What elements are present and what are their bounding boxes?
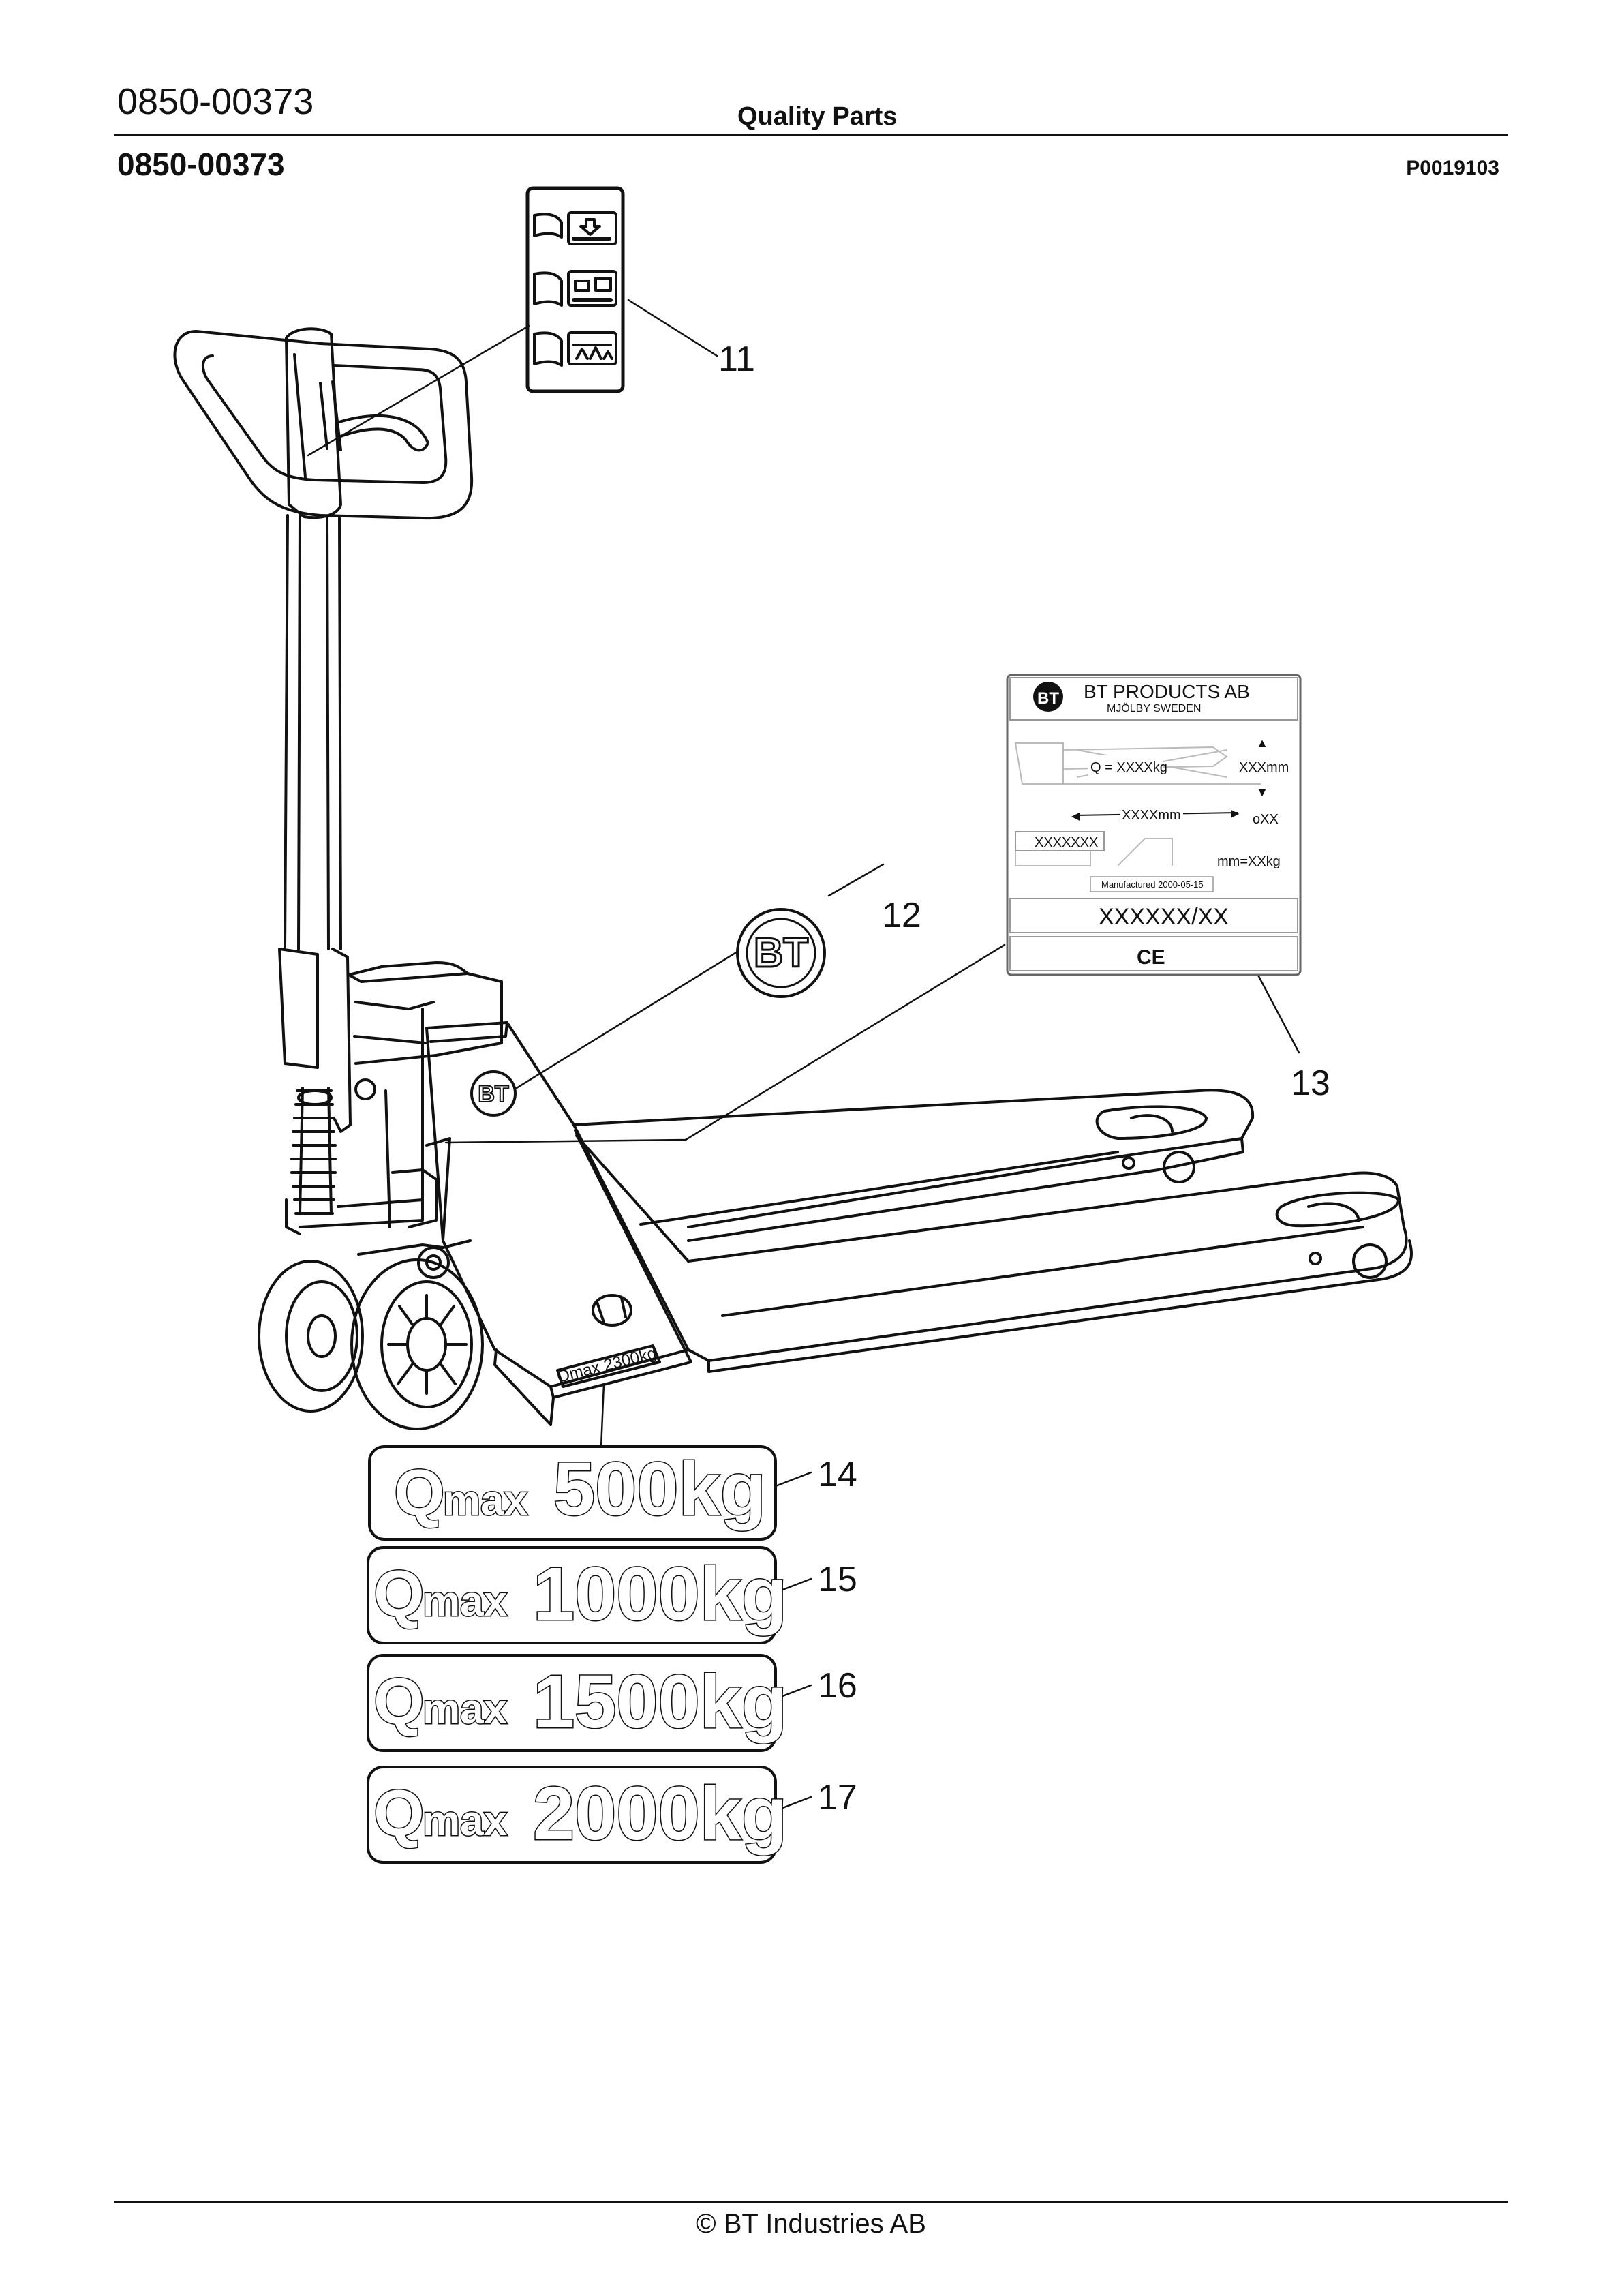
doc-number-main: 0850-00373 [117, 147, 285, 182]
drawing-id: P0019103 [1406, 157, 1499, 179]
svg-text:500kg: 500kg [553, 1447, 766, 1531]
steer-wheels [258, 1239, 484, 1430]
svg-text:Q: Q [394, 1456, 445, 1529]
capacity-decal-1500: Q max 1500kg [367, 1654, 789, 1752]
leader-lines [307, 299, 1300, 1812]
plate-logo: BT [1037, 689, 1059, 708]
svg-text:▶: ▶ [1231, 808, 1240, 819]
svg-text:1000kg: 1000kg [533, 1552, 787, 1636]
handle-decal [525, 186, 625, 393]
svg-text:Q: Q [373, 1557, 425, 1630]
svg-text:▼: ▼ [1256, 785, 1268, 799]
callout-12: 12 [882, 896, 921, 935]
doc-number-top: 0850-00373 [117, 81, 314, 122]
plate-company: BT PRODUCTS AB [1084, 681, 1250, 702]
rating-plate: BT BT PRODUCTS AB MJÖLBY SWEDEN Q = XXXX… [1006, 674, 1302, 976]
chassis-capacity-label: Qmax 2300kg [555, 1344, 658, 1387]
plate-location: MJÖLBY SWEDEN [1107, 702, 1201, 714]
svg-text:max: max [443, 1477, 528, 1524]
capacity-decal-1000: Q max 1000kg [367, 1546, 789, 1644]
plate-serial: XXXXXXX [1035, 835, 1098, 850]
capacity-decal-2000: Q max 2000kg [367, 1766, 789, 1864]
plate-wheel-dim: oXX [1253, 812, 1279, 827]
svg-text:Q: Q [373, 1665, 425, 1738]
svg-text:max: max [423, 1578, 508, 1625]
pump-body [278, 948, 503, 1235]
callout-13: 13 [1291, 1063, 1330, 1103]
badge-logo-text: BT [754, 930, 808, 976]
bt-badge: BT [736, 908, 826, 998]
svg-text:Q: Q [373, 1777, 425, 1849]
chassis-and-forks [425, 1021, 1413, 1426]
svg-text:max: max [423, 1686, 508, 1733]
plate-capacity: Q = XXXXkg [1090, 760, 1167, 775]
callout-15: 15 [818, 1560, 857, 1599]
plate-weight: mm=XXkg [1217, 854, 1281, 869]
capacity-decal-500: Q max 500kg [368, 1445, 777, 1541]
callout-14: 14 [818, 1455, 857, 1494]
plate-manufactured: Manufactured 2000-05-15 [1101, 879, 1204, 890]
callout-11: 11 [718, 339, 755, 379]
plate-length: XXXXmm [1122, 808, 1181, 823]
callout-16: 16 [818, 1666, 857, 1706]
svg-text:max: max [423, 1798, 508, 1845]
truck-handle [173, 327, 474, 950]
section-title: Quality Parts [737, 102, 898, 131]
footer-copyright: © BT Industries AB [696, 2209, 926, 2239]
header-rule [114, 134, 1508, 136]
plate-lift-height: XXXmm [1239, 760, 1289, 775]
svg-text:◀: ◀ [1071, 811, 1080, 822]
callout-17: 17 [818, 1778, 857, 1817]
svg-text:▲: ▲ [1256, 736, 1268, 750]
plate-ce-mark: CE [1137, 946, 1165, 969]
chassis-bt-logo: BT [478, 1081, 509, 1107]
svg-text:1500kg: 1500kg [533, 1660, 787, 1744]
svg-text:2000kg: 2000kg [533, 1772, 787, 1856]
footer-rule [114, 2201, 1508, 2203]
plate-model: XXXXXX/XX [1099, 904, 1229, 930]
